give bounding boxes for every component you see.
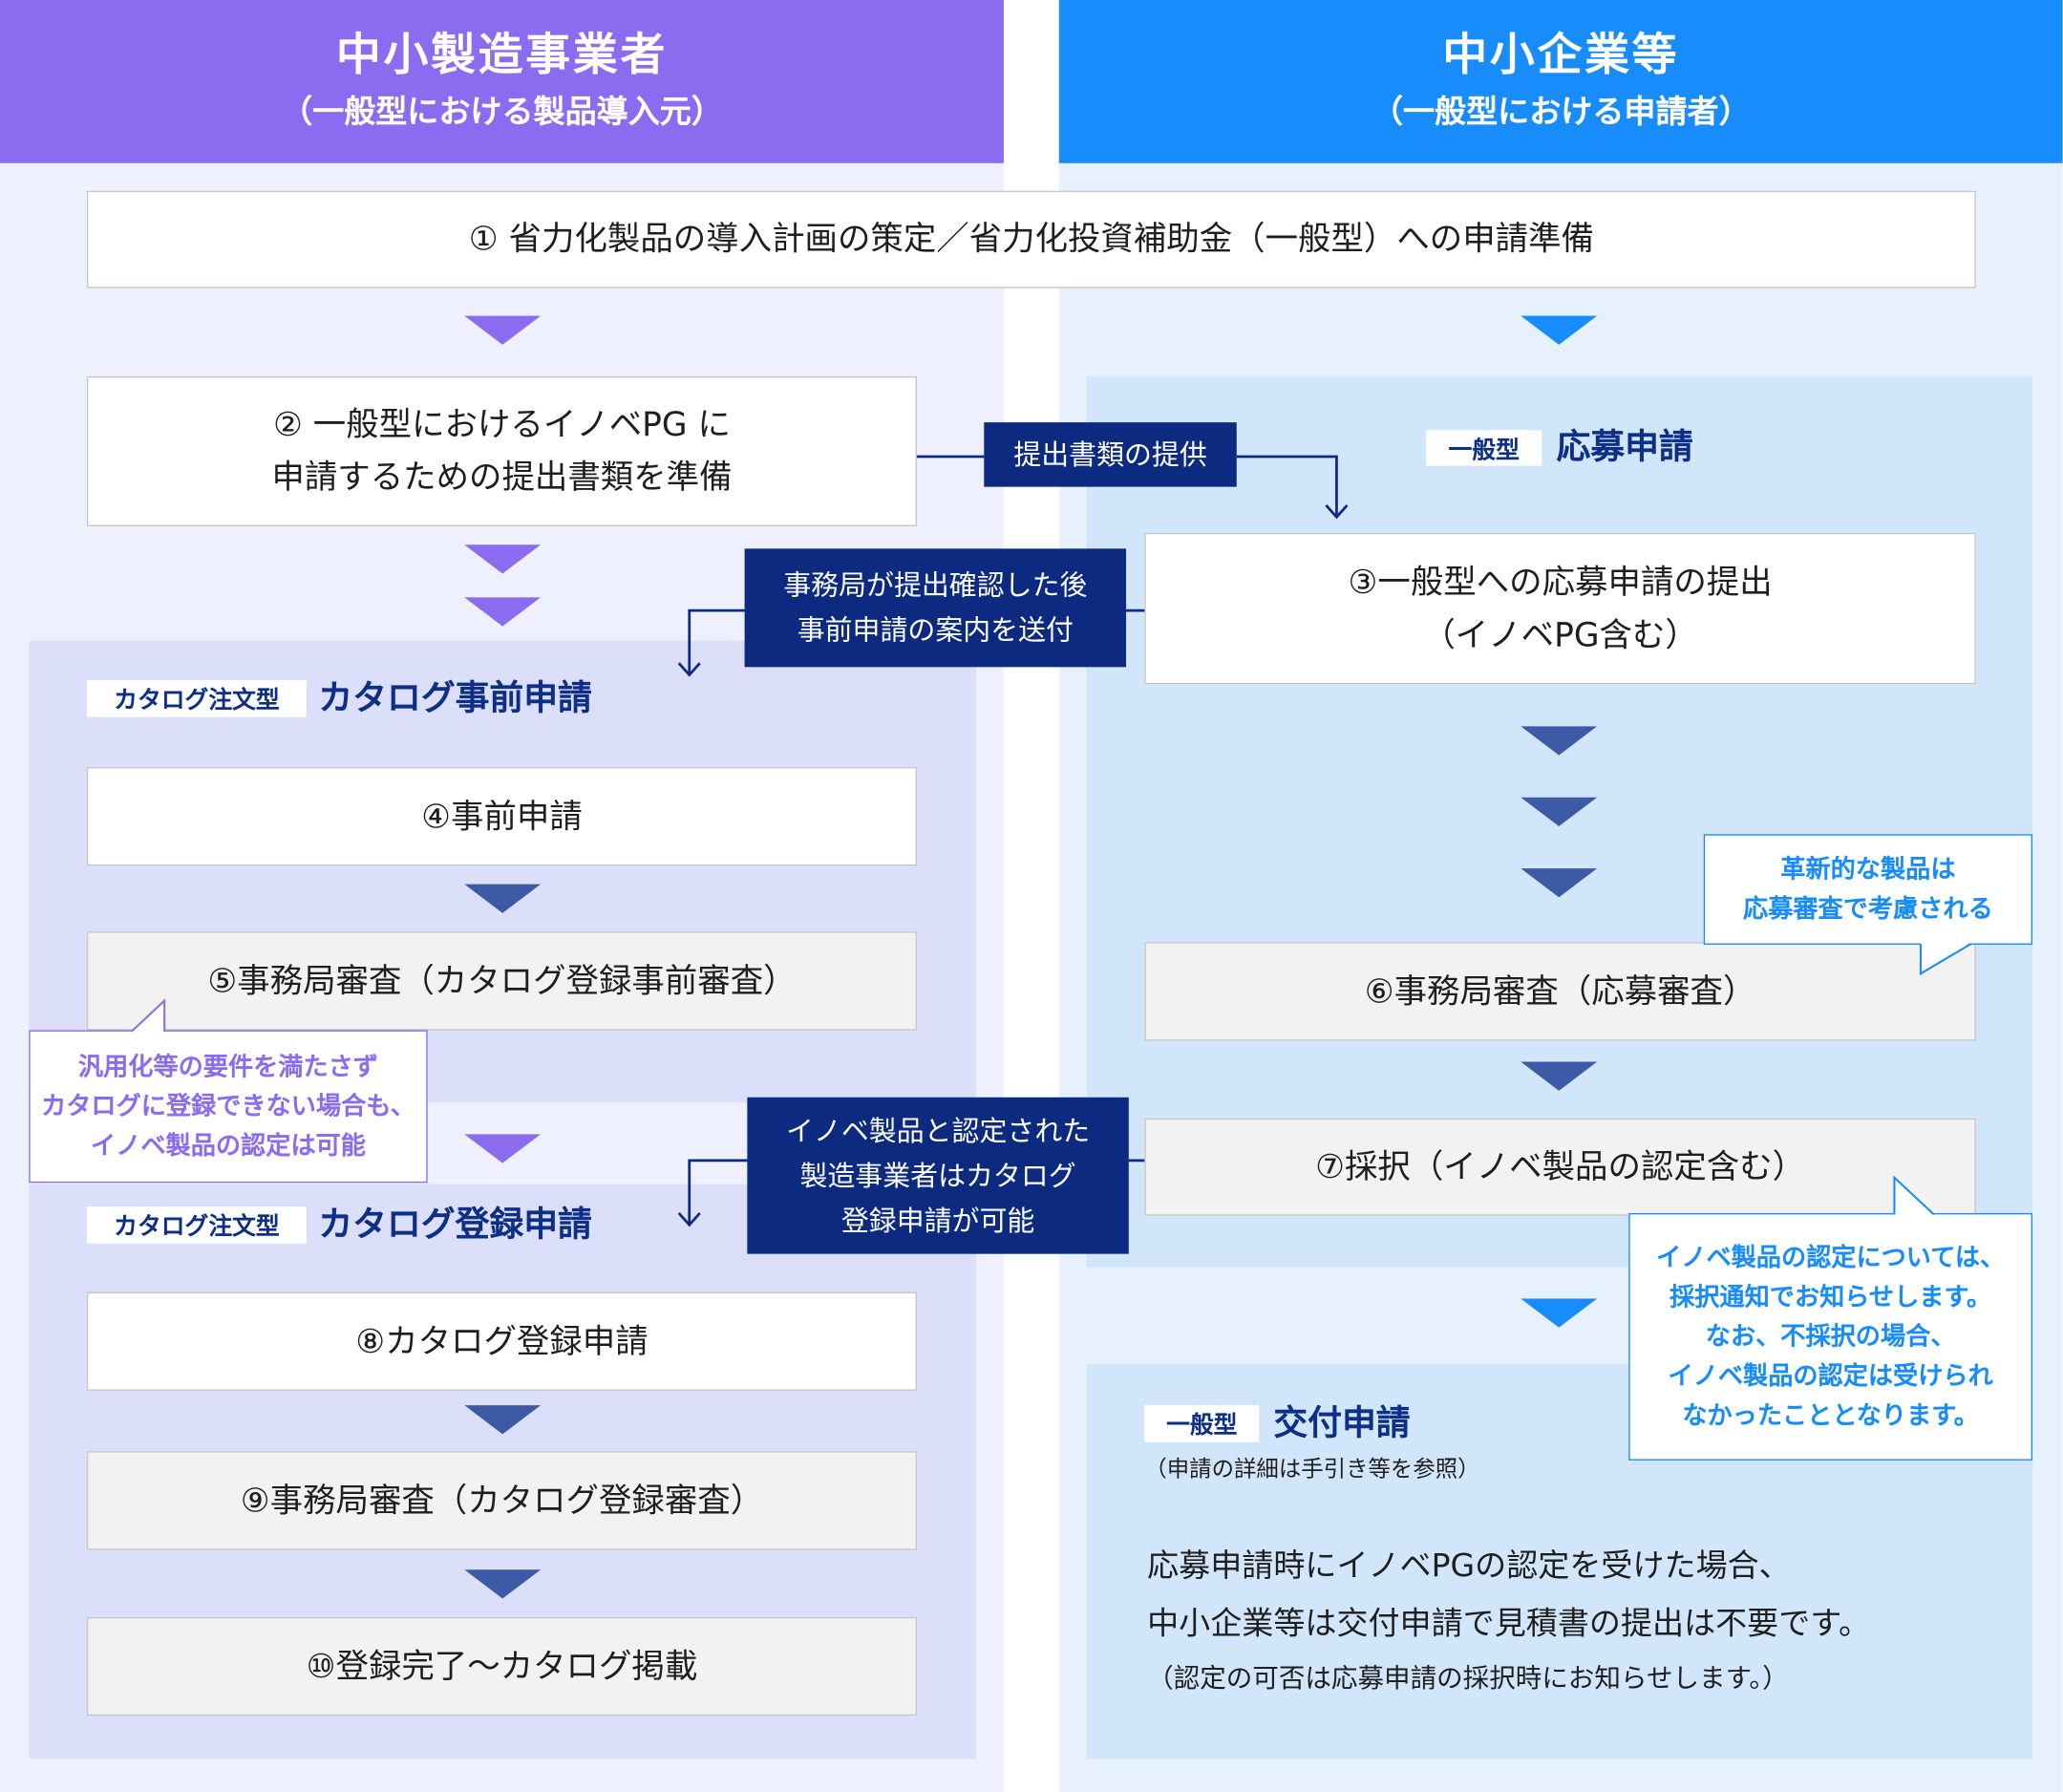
step-4-box: ④事前申請 — [86, 767, 918, 866]
grant-note: （申請の詳細は手引き等を参照） — [1144, 1456, 1480, 1483]
step-9-label: ⑨事務局審査（カタログ登録審査） — [240, 1481, 764, 1520]
manufacturer-column-subtitle: （一般型における製品導入元） — [281, 93, 723, 131]
manufacturer-column-header: 中小製造事業者 （一般型における製品導入元） — [0, 0, 1004, 163]
callout-line: イノベ製品の認定は受けられ — [1668, 1361, 1993, 1391]
step-2-line-2: 申請するための提出書類を準備 — [271, 458, 733, 497]
step-5-label: ⑤事務局審査（カタログ登録事前審査） — [207, 961, 797, 1000]
callout-line: なかったこととなります。 — [1682, 1400, 1979, 1431]
down-arrow-icon — [464, 597, 542, 627]
manufacturer-column-title: 中小製造事業者 — [335, 29, 669, 82]
down-arrow-icon — [1521, 1061, 1598, 1091]
catalog-eligible-line-2: 製造事業者はカタログ — [799, 1160, 1076, 1192]
generalization-callout: 汎用化等の要件を満たさず カタログに登録できない場合も、 イノベ製品の認定は可能 — [29, 1030, 428, 1184]
step-7-box: ⑦採択（イノベ製品の認定含む） — [1144, 1118, 1976, 1216]
step-1-box: ① 省力化製品の導入計画の策定／省力化投資補助金（一般型）への申請準備 — [86, 190, 1976, 288]
step-8-label: ⑧カタログ登録申請 — [355, 1321, 649, 1360]
grant-type-tag: 一般型 — [1144, 1405, 1260, 1442]
catalog-pre-section-title: カタログ事前申請 — [318, 678, 592, 719]
docs-provided-text: 提出書類の提供 — [1013, 438, 1207, 471]
step-9-box: ⑨事務局審査（カタログ登録審査） — [86, 1451, 918, 1550]
guide-line-2: 事前申請の案内を送付 — [797, 614, 1074, 647]
step-3-line-1: ③一般型への応募申請の提出 — [1348, 562, 1773, 601]
step-10-label: ⑩登録完了～カタログ掲載 — [306, 1646, 698, 1685]
down-arrow-icon — [464, 884, 542, 913]
catalog-reg-type-tag: カタログ注文型 — [86, 1206, 307, 1244]
innovative-product-callout: 革新的な製品は 応募審査で考慮される — [1703, 834, 2033, 945]
callout-line: イノベ製品の認定は可能 — [91, 1131, 366, 1161]
down-arrow-icon — [1521, 1298, 1598, 1328]
callout-line: 応募審査で考慮される — [1743, 894, 1993, 924]
applicant-column-header: 中小企業等 （一般型における申請者） — [1058, 0, 2063, 163]
callout-line: カタログに登録できない場合も、 — [41, 1092, 415, 1121]
callout-line: 採択通知でお知らせします。 — [1670, 1282, 1992, 1312]
catalog-pre-type-tag: カタログ注文型 — [86, 680, 307, 717]
callout-line: イノベ製品の認定については、 — [1656, 1243, 2006, 1272]
grant-section-title: 交付申請 — [1273, 1403, 1411, 1444]
docs-provided-label: 提出書類の提供 — [984, 422, 1237, 487]
grant-footnote: （認定の可否は応募申請の採択時にお知らせします。） — [1147, 1661, 1789, 1694]
callout-line: なお、不採択の場合、 — [1705, 1322, 1956, 1352]
step-4-label: ④事前申請 — [421, 797, 583, 835]
application-type-tag: 一般型 — [1426, 430, 1542, 466]
applicant-column-subtitle: （一般型における申請者） — [1371, 93, 1751, 131]
step-6-box: ⑥事務局審査（応募審査） — [1144, 942, 1976, 1041]
down-arrow-icon — [1521, 868, 1598, 898]
guide-line-1: 事務局が提出確認した後 — [783, 569, 1088, 602]
down-arrow-icon — [464, 1405, 542, 1435]
down-arrow-icon — [464, 1569, 542, 1599]
step-6-label: ⑥事務局審査（応募審査） — [1364, 971, 1756, 1011]
down-arrow-icon — [1521, 315, 1598, 345]
step-2-line-1: ② 一般型におけるイノベPG に — [272, 405, 731, 444]
step-7-label: ⑦採択（イノベ製品の認定含む） — [1315, 1147, 1806, 1186]
application-section-title: 応募申請 — [1556, 427, 1693, 467]
grant-body-line-2: 中小企業等は交付申請で見積書の提出は不要です。 — [1147, 1605, 1871, 1642]
catalog-eligible-line-3: 登録申請が可能 — [840, 1205, 1035, 1237]
down-arrow-icon — [464, 315, 542, 345]
grant-body-line-1: 応募申請時にイノベPGの認定を受けた場合、 — [1147, 1547, 1791, 1585]
down-arrow-icon — [1521, 797, 1598, 827]
applicant-column-title: 中小企業等 — [1442, 29, 1680, 82]
down-arrow-icon — [464, 1134, 542, 1163]
callout-line: 革新的な製品は — [1780, 855, 1956, 885]
callout-line: 汎用化等の要件を満たさず — [77, 1052, 379, 1082]
down-arrow-icon — [1521, 726, 1598, 756]
step-3-box: ③一般型への応募申請の提出 （イノベPG含む） — [1144, 532, 1976, 685]
step-2-box: ② 一般型におけるイノベPG に 申請するための提出書類を準備 — [86, 375, 918, 526]
step-8-box: ⑧カタログ登録申請 — [86, 1291, 918, 1391]
catalog-eligible-label: イノベ製品と認定された 製造事業者はカタログ 登録申請が可能 — [747, 1097, 1129, 1254]
step-1-label: ① 省力化製品の導入計画の策定／省力化投資補助金（一般型）への申請準備 — [468, 220, 1594, 258]
step-10-box: ⑩登録完了～カタログ掲載 — [86, 1616, 918, 1717]
certification-notice-callout: イノベ製品の認定については、 採択通知でお知らせします。 なお、不採択の場合、 … — [1628, 1212, 2033, 1461]
step-3-line-2: （イノベPG含む） — [1422, 614, 1698, 653]
down-arrow-icon — [464, 544, 542, 574]
pre-application-guide-label: 事務局が提出確認した後 事前申請の案内を送付 — [744, 548, 1127, 668]
step-5-box: ⑤事務局審査（カタログ登録事前審査） — [86, 931, 918, 1031]
catalog-eligible-line-1: イノベ製品と認定された — [785, 1115, 1091, 1147]
catalog-reg-section-title: カタログ登録申請 — [318, 1205, 592, 1246]
